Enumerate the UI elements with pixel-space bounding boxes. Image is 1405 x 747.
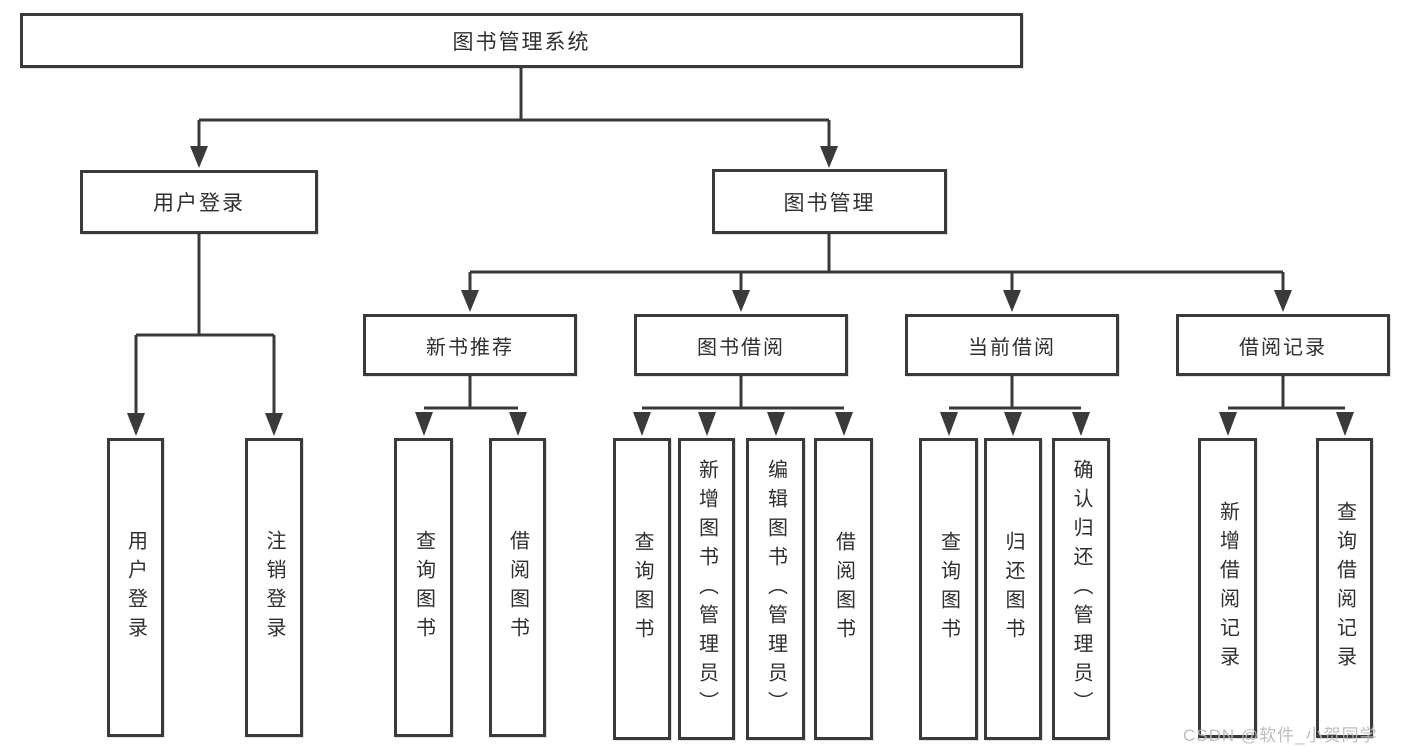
leaf-label: 新增借阅记录: [1216, 501, 1239, 675]
leaf-query-books-borrowing: 查询图书: [613, 438, 671, 740]
node-book-borrowing: 图书借阅: [634, 314, 848, 376]
leaf-borrow-books-borrowing: 借阅图书: [814, 438, 873, 740]
leaf-label: 查询图书: [937, 531, 960, 647]
leaf-edit-books-admin: 编辑图书（管理员）: [746, 438, 805, 740]
node-book-management: 图书管理: [712, 169, 947, 234]
node-user-login: 用户登录: [80, 170, 318, 234]
leaf-return-books: 归还图书: [984, 438, 1042, 740]
leaf-confirm-return-admin: 确认归还（管理员）: [1052, 438, 1110, 740]
leaf-label: 查询图书: [412, 529, 435, 646]
leaf-query-books-current: 查询图书: [919, 438, 978, 740]
leaf-label: 注销登录: [263, 529, 285, 646]
node-current-borrowing: 当前借阅: [905, 314, 1119, 376]
arrowheads: [127, 146, 1354, 436]
leaf-label: 编辑图书（管理员）: [764, 458, 787, 720]
leaf-query-borrow-record: 查询借阅记录: [1316, 438, 1373, 738]
node-label: 借阅记录: [1239, 336, 1327, 359]
leaf-logout-login: 注销登录: [245, 438, 303, 737]
leaf-label: 查询图书: [631, 531, 653, 647]
leaf-label: 借阅图书: [506, 529, 529, 646]
leaf-user-login: 用户登录: [107, 438, 164, 737]
leaf-label: 确认归还（管理员）: [1070, 458, 1092, 720]
watermark: CSDN @软件_小贺同学: [1183, 726, 1378, 745]
leaf-label: 借阅图书: [832, 531, 855, 647]
leaf-borrow-books-newbook: 借阅图书: [489, 438, 546, 737]
leaf-query-books-newbook: 查询图书: [394, 438, 453, 737]
leaf-add-books-admin: 新增图书（管理员）: [678, 438, 735, 740]
leaf-label: 用户登录: [124, 529, 147, 646]
node-label: 当前借阅: [968, 336, 1056, 359]
leaf-label: 查询借阅记录: [1333, 501, 1356, 675]
node-new-book-recommendation: 新书推荐: [363, 314, 577, 376]
node-label: 用户登录: [153, 192, 245, 215]
node-library-management-system: 图书管理系统: [20, 13, 1023, 68]
node-label: 图书管理: [783, 191, 876, 215]
node-borrowing-records: 借阅记录: [1176, 314, 1390, 376]
leaf-label: 归还图书: [1002, 531, 1024, 647]
node-label: 新书推荐: [426, 336, 514, 359]
node-label: 图书借阅: [697, 336, 785, 359]
node-label: 图书管理系统: [452, 30, 591, 54]
leaf-add-borrow-record: 新增借阅记录: [1198, 438, 1257, 738]
leaf-label: 新增图书（管理员）: [695, 458, 718, 720]
